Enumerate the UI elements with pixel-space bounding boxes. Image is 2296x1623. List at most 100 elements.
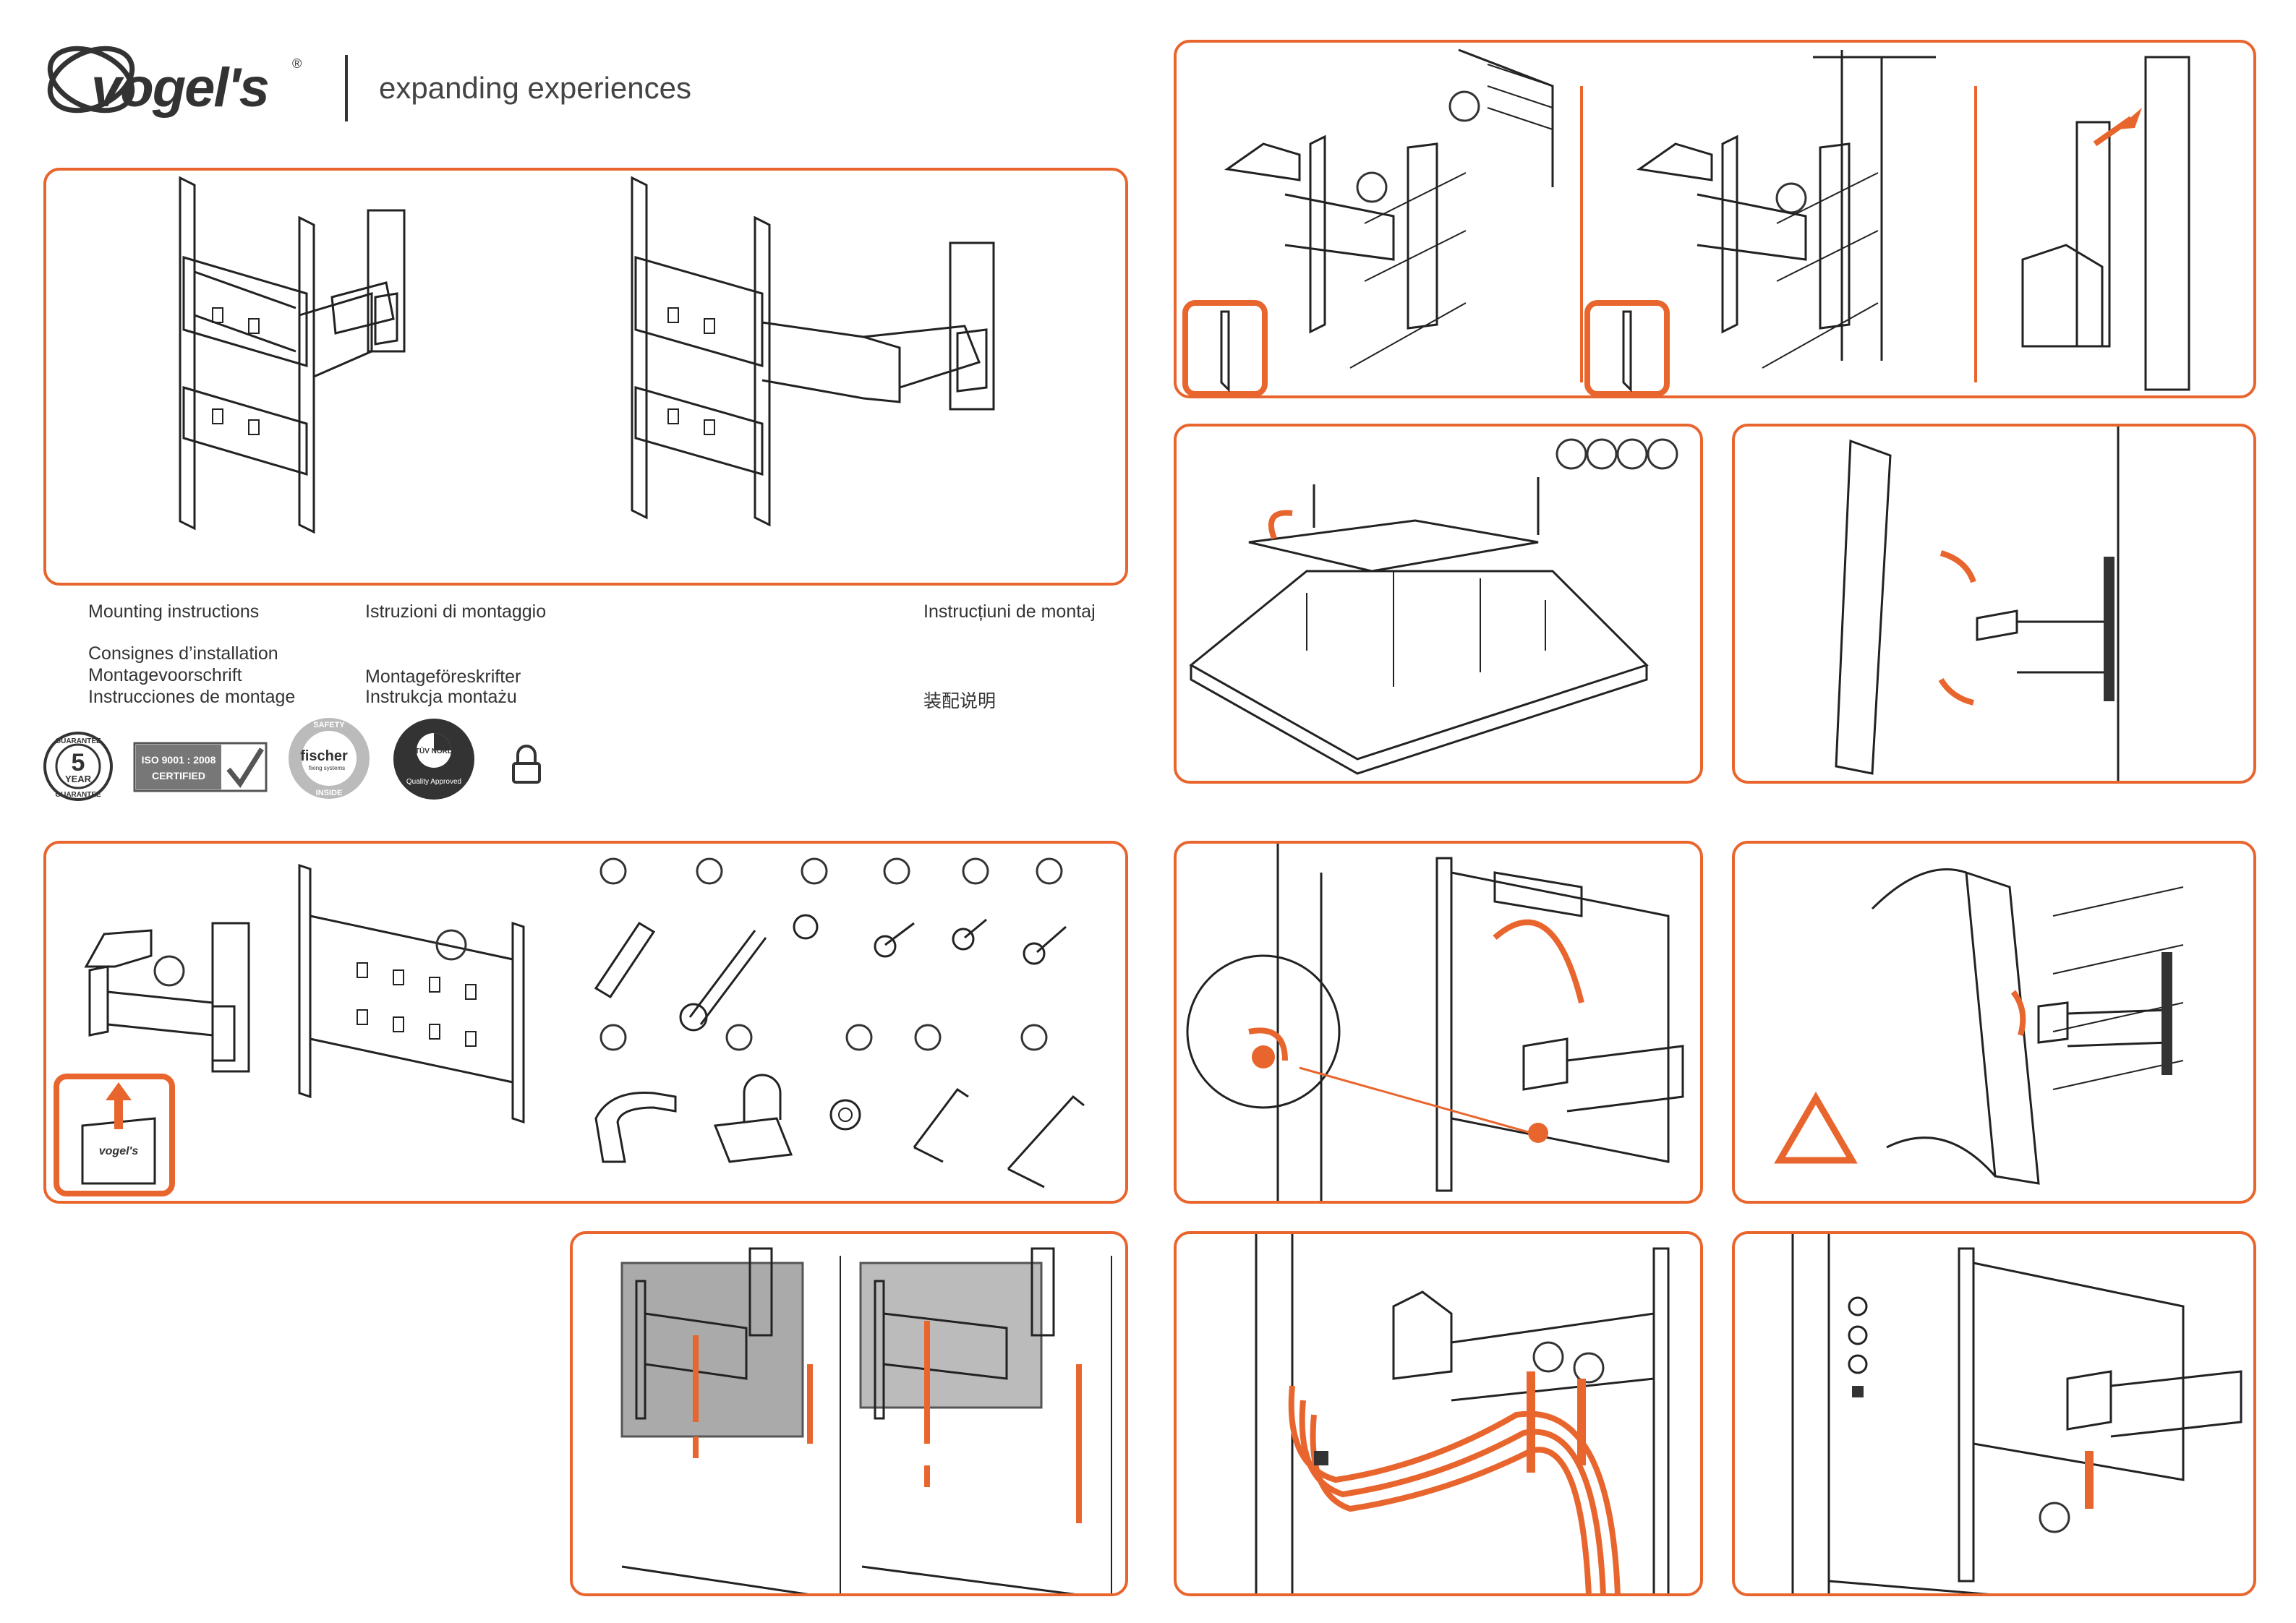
level-adjust-panel	[1174, 841, 1703, 1204]
padlock-part-drawing	[713, 1117, 793, 1163]
lang-en-label: Mounting instructions	[88, 601, 260, 622]
iso-line-2: CERTIFIED	[152, 770, 205, 781]
tv-plate-part	[298, 863, 525, 1124]
height-positioning-panel	[570, 1231, 1128, 1596]
side-view-hang-panel	[1732, 424, 2256, 784]
part-number-circle	[1647, 438, 1678, 470]
rotate-arrow-icon	[1248, 1027, 1288, 1061]
screw-m6-drawing	[964, 918, 987, 939]
concrete-wall-step	[1182, 48, 1554, 395]
fischer-ring-bottom: INSIDE	[316, 789, 343, 797]
guarantee-number: 5	[72, 749, 85, 776]
part-number-circle	[1616, 438, 1648, 470]
lang-it-label: Istruzioni di montaggio	[365, 601, 547, 622]
av-port-icon	[1848, 1296, 1868, 1316]
part-number-circle	[696, 857, 723, 885]
lock-nut-drawing	[829, 1099, 861, 1131]
fischer-name: fischer	[300, 748, 348, 764]
drill-bit-icon	[1622, 310, 1632, 393]
rotate-arrow-icon	[1493, 919, 1584, 1003]
wall-plate-arm-part	[84, 922, 250, 1073]
cable-clip-drawing	[594, 1091, 677, 1163]
single-arm-mount-drawing	[179, 176, 406, 534]
logo-wordmark: vogel's	[91, 57, 270, 119]
part-number-circle	[1036, 857, 1063, 885]
part-number-circle	[1573, 1352, 1605, 1384]
fischer-safety-badge: SAFETY fischer fixing systems INSIDE	[286, 716, 372, 801]
padlock-icon	[511, 745, 542, 785]
tuv-nord-badge: TÜV NORD Quality Approved	[392, 717, 476, 801]
tv-side-drawing	[1835, 439, 1892, 775]
part-number-circle	[914, 1024, 942, 1051]
height-positioning-illustration	[620, 1247, 1112, 1593]
screw-m5-drawing	[884, 922, 915, 946]
parts-list-illustration: vogel's	[54, 857, 1085, 1196]
part-number-circle	[153, 955, 185, 987]
arrow-up-icon	[106, 1082, 132, 1129]
wall-plug-drawing	[594, 921, 656, 999]
lang-zh-label: 装配说明	[923, 691, 997, 711]
checkmark-icon	[226, 748, 264, 789]
part-number-circle	[845, 1024, 873, 1051]
tv-plate-drawing	[1248, 519, 1539, 573]
lock-install-panel	[1732, 1231, 2256, 1596]
part-number-circle	[599, 857, 627, 885]
detail-magnifier-circle	[1186, 954, 1341, 1109]
part-number-circle	[2039, 1502, 2070, 1533]
wood-wall-step	[1584, 50, 1936, 395]
packaging-label: vogel's	[99, 1145, 139, 1157]
tv-outline-dark	[620, 1262, 804, 1438]
logo-orbit-icon	[47, 46, 135, 114]
hang-arm-step	[2021, 56, 2190, 391]
side-view-hang-illustration	[1835, 427, 2120, 781]
part-number-circle	[725, 1024, 753, 1051]
fischer-ring-top: SAFETY	[313, 721, 345, 729]
guarantee-top-text: GUARANTEE	[55, 737, 101, 745]
part-number-circle	[435, 929, 467, 961]
part-number-circle	[1775, 182, 1807, 214]
lang-pl-label: Instrukcja montażu	[365, 687, 517, 707]
lang-es-label: Instrucciones de montage	[88, 687, 296, 707]
lang-nl-label: Montagevoorschrift	[88, 665, 242, 685]
guarantee-5-year-badge: GUARANTEE 5 YEAR GUARANTEE	[42, 730, 114, 802]
drill-bit-icon	[1220, 310, 1230, 393]
packaging-callout: vogel's	[54, 1074, 175, 1196]
av-port-icon	[1848, 1354, 1868, 1374]
arrow-curve-icon	[1938, 677, 1975, 706]
small-parts	[594, 857, 1085, 1189]
wall-drilling-panel	[1174, 40, 2256, 398]
vogels-logo: vogel's ®	[40, 35, 330, 129]
lock-install-illustration	[1791, 1234, 2242, 1593]
parts-list-panel: vogel's	[43, 841, 1128, 1204]
tuv-ring: Quality Approved	[406, 778, 461, 786]
tv-plate-attach-illustration	[1189, 438, 1678, 775]
part-number-circle	[1532, 1341, 1564, 1373]
wall-drilling-illustration	[1182, 48, 2190, 395]
brand-tagline: expanding experiences	[379, 71, 691, 105]
part-number-circle	[883, 857, 910, 885]
tilt-warning-illustration	[1774, 868, 2184, 1185]
double-arm-mount-drawing	[631, 176, 995, 527]
tv-back-drawing	[1189, 570, 1649, 761]
part-number-circle	[962, 857, 989, 885]
lang-sv-label: Montageföreskrifter	[365, 667, 521, 687]
tv-outline-light	[859, 1262, 1043, 1409]
level-adjust-illustration	[1186, 844, 1684, 1201]
av-port-icon	[1848, 1325, 1868, 1345]
tv-plate-attach-panel	[1174, 424, 1703, 784]
arrow-curve-icon	[1939, 550, 1976, 583]
tv-tilted-drawing	[1965, 870, 2040, 1185]
lang-fr-label: Consignes d’installation	[88, 643, 278, 664]
tuv-name: TÜV NORD	[415, 746, 453, 755]
product-overview-panel	[43, 168, 1128, 586]
arrow-curve-icon	[2010, 990, 2026, 1037]
part-number-circle	[1448, 90, 1480, 122]
tilt-warning-panel	[1732, 841, 2256, 1204]
lang-ro-label: Instrucțiuni de montaj	[923, 601, 1096, 622]
product-overview-illustration	[179, 176, 995, 534]
part-number-circle	[1555, 438, 1587, 470]
iso-line-1: ISO 9001 : 2008	[142, 754, 216, 766]
lag-bolt-drawing	[688, 930, 767, 1025]
cable-management-panel	[1174, 1231, 1703, 1596]
spirit-level-drawing	[1493, 871, 1583, 917]
